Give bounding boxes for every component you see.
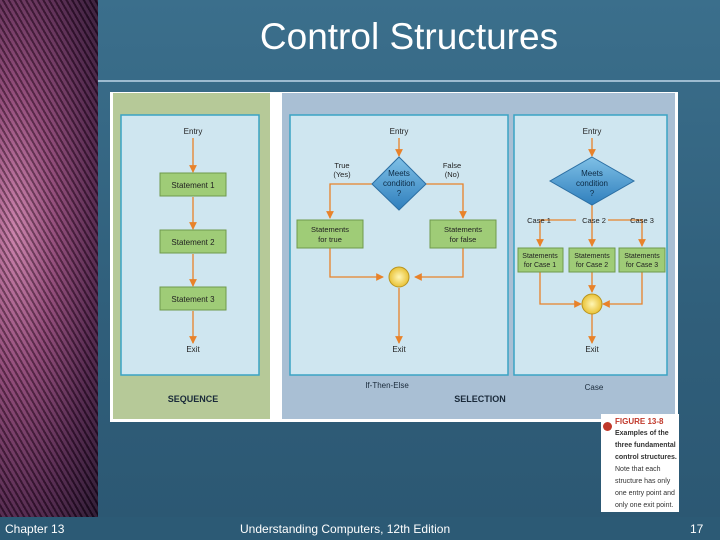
statements-case-1-line-1: Statements: [522, 253, 558, 260]
statements-case-1-line-2: for Case 1: [524, 262, 556, 269]
case-3-label: Case 3: [630, 216, 654, 225]
footer-chapter: Chapter 13: [5, 522, 65, 536]
arrow: [602, 272, 643, 308]
title-divider: [98, 80, 720, 82]
case-decision-line-3: ?: [590, 189, 595, 198]
statements-true-line-1: Statements: [311, 225, 349, 234]
statements-true-line-2: for true: [318, 235, 342, 244]
case-2-label: Case 2: [582, 216, 606, 225]
bullet-icon: [603, 422, 612, 431]
ite-exit-label: Exit: [392, 345, 406, 354]
arrow: [329, 248, 384, 281]
case-1-label: Case 1: [527, 216, 551, 225]
statements-false-line-2: for false: [450, 235, 477, 244]
case-decision-line-2: condition: [576, 179, 608, 188]
figure-number: FIGURE 13-8: [615, 417, 664, 426]
statement-1-box: [159, 172, 227, 197]
ite-junction-circle: [388, 266, 410, 288]
statement-3-box: [159, 286, 227, 311]
if-then-else-title: If-Then-Else: [365, 381, 409, 390]
arrow: [608, 219, 646, 247]
statements-case-2-line-2: for Case 2: [576, 262, 608, 269]
footer-bar: [0, 517, 720, 540]
statements-case-2-line-1: Statements: [574, 253, 610, 260]
footer-book-title: Understanding Computers, 12th Edition: [240, 522, 451, 536]
decorative-side-panel: [0, 0, 98, 517]
ite-decision-diamond: [371, 156, 427, 211]
true-label-1: True: [334, 161, 349, 170]
statements-false-line-1: Statements: [444, 225, 482, 234]
ite-decision-line-3: ?: [397, 189, 402, 198]
sequence-title: SEQUENCE: [168, 394, 219, 404]
statement-1-label: Statement 1: [171, 181, 215, 190]
case-title: Case: [585, 383, 604, 392]
arrow: [426, 183, 467, 219]
case-exit-label: Exit: [585, 345, 599, 354]
figure-caption-bold: Examples of the three fundamental contro…: [615, 430, 677, 461]
case-entry-label: Entry: [583, 127, 602, 136]
statement-2-label: Statement 2: [171, 238, 215, 247]
false-label-1: False: [443, 161, 461, 170]
ite-decision-line-2: condition: [383, 179, 415, 188]
arrow: [326, 183, 372, 219]
statements-false-box: [429, 219, 497, 249]
true-label-2: (Yes): [333, 170, 351, 179]
case-decision-line-1: Meets: [581, 169, 603, 178]
figure-caption-box: FIGURE 13-8 Examples of the three fundam…: [601, 414, 679, 512]
arrow: [414, 248, 464, 281]
control-structures-figure: Entry Statement 1 Statement 2 Statement …: [110, 92, 678, 422]
sequence-panel: [120, 114, 260, 376]
case-panel: [513, 114, 668, 376]
statements-case-2-box: [568, 247, 616, 273]
statements-true-box: [296, 219, 364, 249]
figure-caption-rest: Note that each structure has only one en…: [615, 466, 675, 509]
case-junction-circle: [581, 293, 603, 315]
arrow: [536, 219, 576, 247]
statements-case-3-line-1: Statements: [624, 253, 660, 260]
case-decision-diamond: [548, 156, 636, 206]
selection-title: SELECTION: [454, 394, 506, 404]
false-label-2: (No): [445, 170, 460, 179]
statements-case-3-line-2: for Case 3: [626, 262, 658, 269]
statements-case-3-box: [618, 247, 666, 273]
ite-decision-line-1: Meets: [388, 169, 410, 178]
sequence-exit-label: Exit: [186, 345, 200, 354]
arrow: [539, 272, 582, 308]
slide-title: Control Structures: [259, 16, 559, 57]
statement-2-box: [159, 229, 227, 254]
figure-caption: Examples of the three fundamental contro…: [615, 428, 679, 512]
footer-page-number: 17: [690, 522, 704, 536]
sequence-entry-label: Entry: [184, 127, 203, 136]
statements-case-1-box: [517, 247, 564, 273]
ite-entry-label: Entry: [390, 127, 409, 136]
statement-3-label: Statement 3: [171, 295, 215, 304]
